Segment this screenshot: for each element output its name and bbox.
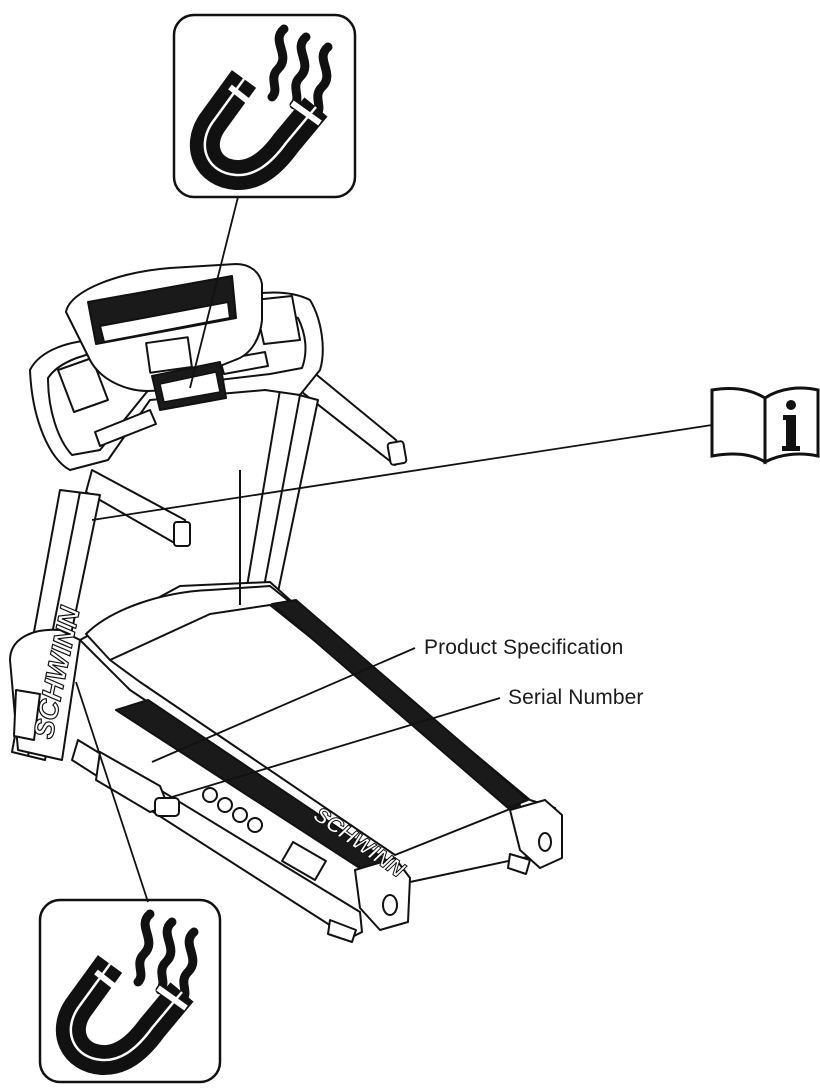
serial-number-label: Serial Number bbox=[508, 686, 644, 709]
magnet-icon bbox=[189, 24, 333, 191]
manual-leader bbox=[91, 424, 713, 521]
leader-lines bbox=[75, 196, 713, 903]
top-magnet-leader bbox=[189, 196, 239, 389]
product-specification-label: Product Specification bbox=[424, 636, 624, 659]
serial-leader bbox=[171, 697, 501, 798]
console-display bbox=[145, 336, 193, 374]
read-manual-info-icon bbox=[710, 386, 820, 465]
treadmill bbox=[9, 263, 563, 943]
bottom-magnet-leader bbox=[75, 681, 149, 903]
magnet-icon bbox=[55, 909, 199, 1076]
top-magnet-warning bbox=[172, 13, 357, 199]
spec-leader bbox=[151, 647, 416, 763]
bottom-magnet-warning bbox=[38, 898, 222, 1084]
right-side-rail bbox=[271, 599, 529, 809]
